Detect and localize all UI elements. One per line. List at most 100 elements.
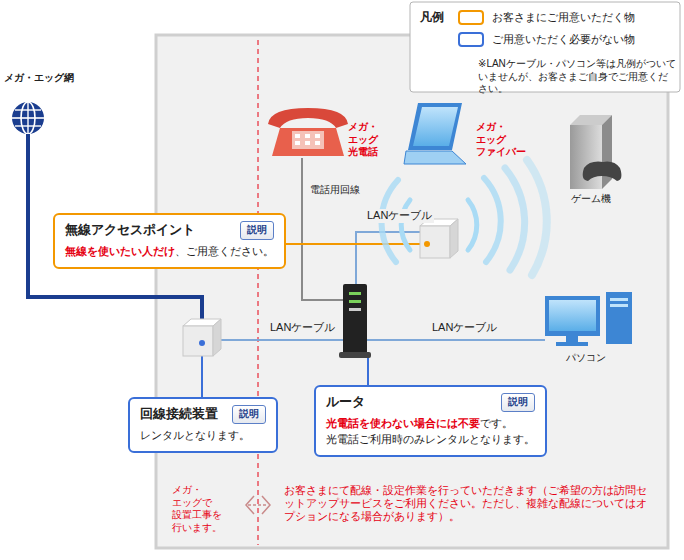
lan-wire-part bbox=[367, 339, 545, 341]
legend-entry: お客さまにご用意いただく物 bbox=[458, 10, 635, 25]
lan-wire-part bbox=[356, 232, 420, 285]
pc-icon-part bbox=[549, 300, 596, 331]
callout-head: 回線接続装置 説明 bbox=[140, 405, 266, 424]
line-terminal-part bbox=[213, 319, 221, 356]
boundary-line-part bbox=[258, 40, 259, 545]
game-console-icon-part bbox=[583, 162, 622, 181]
double-arrow bbox=[246, 496, 270, 514]
wifi-waves-part bbox=[527, 160, 547, 275]
wire-label: LANケーブル bbox=[268, 321, 337, 335]
access-point-part bbox=[424, 241, 430, 247]
phone-icon-part bbox=[268, 108, 348, 128]
callout-text: 光電話ご利用時のみレンタルとなります。 bbox=[326, 433, 535, 445]
network-globe-part bbox=[27, 102, 28, 134]
laptop-icon-part bbox=[413, 107, 458, 146]
line-terminal-part bbox=[199, 340, 205, 346]
callout-box: ルータ 説明光電話を使わない場合には不要です。光電話ご利用時のみレンタルとなります… bbox=[314, 385, 547, 457]
panel bbox=[156, 35, 668, 548]
phone-wire bbox=[302, 158, 343, 300]
phone-icon-part bbox=[295, 134, 300, 138]
note-label: メガ・エッグで 設置工事を 行います。 bbox=[172, 484, 222, 534]
leader-line-part bbox=[201, 350, 203, 397]
phone-wire-part bbox=[302, 158, 343, 300]
access-point-part bbox=[450, 219, 458, 258]
legend-note: ※LANケーブル・パソコン等は凡例がついていませんが、お客さまご自身でご用意くだ… bbox=[478, 58, 676, 96]
phone-icon-part bbox=[315, 134, 320, 138]
line-terminal-part bbox=[183, 326, 213, 356]
line-terminal bbox=[183, 319, 221, 356]
callout-head: 無線アクセスポイント 説明 bbox=[65, 221, 274, 240]
phone-icon bbox=[268, 108, 348, 156]
text-run: レンタルとなります。 bbox=[140, 429, 250, 441]
legend-entry: ご用意いただく必要がない物 bbox=[458, 32, 635, 47]
router-device-part bbox=[349, 292, 361, 295]
lan-wire-part bbox=[219, 339, 343, 341]
wifi-waves-part bbox=[401, 200, 410, 250]
wire-label: 電話用回線 bbox=[308, 184, 362, 197]
text-run: 光電話ご利用時のみレンタルとなります。 bbox=[326, 433, 535, 445]
router-device-part bbox=[339, 352, 371, 358]
laptop-icon bbox=[404, 103, 466, 164]
callout-title: 回線接続装置 bbox=[140, 406, 218, 421]
game-console-icon-part bbox=[602, 115, 612, 189]
phone-icon-part bbox=[272, 128, 344, 156]
phone-icon-part bbox=[305, 134, 310, 138]
callout-line: レンタルとなります。 bbox=[140, 428, 266, 444]
device-label: ゲーム機 bbox=[571, 193, 611, 206]
leader-line-part bbox=[285, 243, 422, 245]
wire-label: LANケーブル bbox=[365, 209, 434, 223]
device-label: メガ・エッグ ファイバー bbox=[476, 121, 526, 159]
info-button: 説明 bbox=[501, 393, 535, 412]
callout-text: レンタルとなります。 bbox=[140, 429, 250, 441]
text-run: 回線接続装置 bbox=[140, 405, 218, 424]
pc-icon-part bbox=[610, 298, 628, 301]
legend-swatch bbox=[458, 10, 484, 25]
pc-icon bbox=[545, 292, 632, 346]
legend-title: 凡例 bbox=[420, 10, 444, 25]
text-run: 光電話を使わない場合には不要です。 bbox=[326, 417, 513, 429]
pc-icon-part bbox=[610, 304, 628, 307]
network-label: メガ・エッグ網 bbox=[4, 72, 74, 85]
phone-icon-part bbox=[315, 141, 320, 145]
pc-icon-part bbox=[556, 342, 588, 346]
callout-box: 回線接続装置 説明レンタルとなります。 bbox=[128, 397, 278, 453]
pc-icon-part bbox=[566, 336, 578, 342]
access-point bbox=[420, 219, 458, 258]
phone-icon-part bbox=[305, 141, 310, 145]
pc-icon-part bbox=[545, 296, 600, 336]
button-label: 説明 bbox=[508, 396, 528, 407]
callout-box: 無線アクセスポイント 説明無線を使いたい人だけ、ご用意ください。 bbox=[53, 213, 286, 269]
device-label: メガ・エッグ 光電話 bbox=[348, 121, 378, 159]
callout-head: ルータ 説明 bbox=[326, 393, 535, 412]
callout-text: 、ご用意ください。 bbox=[175, 245, 274, 257]
boundary-line bbox=[258, 40, 259, 545]
wire-label: LANケーブル bbox=[430, 321, 499, 335]
laptop-icon-part bbox=[408, 103, 462, 150]
button-label: 説明 bbox=[239, 408, 259, 419]
wifi-waves-part bbox=[484, 178, 501, 262]
callout-line: 光電話ご利用時のみレンタルとなります。 bbox=[326, 432, 535, 448]
callout-text: です。 bbox=[480, 417, 513, 429]
router-device-part bbox=[343, 284, 367, 354]
callout-title: 無線アクセスポイント bbox=[65, 222, 195, 237]
wifi-waves-part bbox=[468, 200, 477, 250]
callout-text: 無線を使いたい人だけ bbox=[65, 245, 175, 257]
legend-text: お客さまにご用意いただく物 bbox=[492, 10, 635, 25]
callout-title: ルータ bbox=[326, 394, 365, 409]
network-globe-part bbox=[12, 102, 44, 134]
legend-swatch bbox=[458, 32, 484, 47]
double-arrow-part bbox=[248, 504, 268, 506]
legend-text: ご用意いただく必要がない物 bbox=[492, 32, 635, 47]
game-console-icon bbox=[570, 115, 621, 189]
button-label: 説明 bbox=[247, 224, 267, 235]
callout-line: 無線を使いたい人だけ、ご用意ください。 bbox=[65, 244, 274, 260]
panel-part bbox=[156, 35, 668, 548]
pc-icon-part bbox=[606, 292, 632, 344]
text-run: ルータ bbox=[326, 393, 365, 412]
network-globe bbox=[12, 102, 44, 134]
access-point-part bbox=[420, 226, 450, 258]
callout-line: 光電話を使わない場合には不要です。 bbox=[326, 416, 535, 432]
callout-text: 光電話を使わない場合には不要 bbox=[326, 417, 480, 429]
